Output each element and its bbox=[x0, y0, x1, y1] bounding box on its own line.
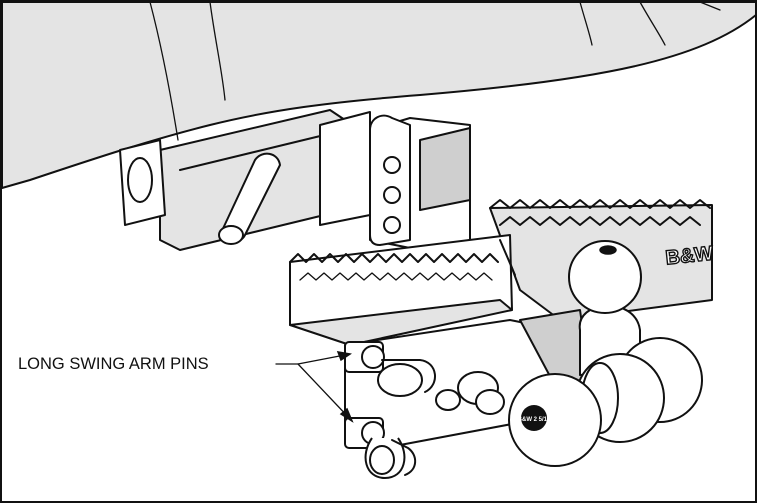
swing-arm-pin-lower bbox=[344, 417, 417, 479]
ball-stamp-text: B&W 2 5/16 bbox=[518, 417, 551, 423]
callout: LONG SWING ARM PINS bbox=[18, 351, 354, 423]
hitch-shank bbox=[369, 114, 471, 251]
chain-bracket bbox=[119, 139, 166, 226]
vehicle-bumper bbox=[1, 1, 757, 189]
ball-stamp-mark bbox=[521, 405, 547, 431]
front-step-plate bbox=[289, 234, 516, 346]
hitch-balls: B&W 2 5/16 bbox=[508, 240, 703, 467]
swing-arm-pin-upper bbox=[344, 341, 505, 415]
hitch-pin bbox=[218, 152, 281, 245]
callout-label: LONG SWING ARM PINS bbox=[18, 355, 209, 373]
